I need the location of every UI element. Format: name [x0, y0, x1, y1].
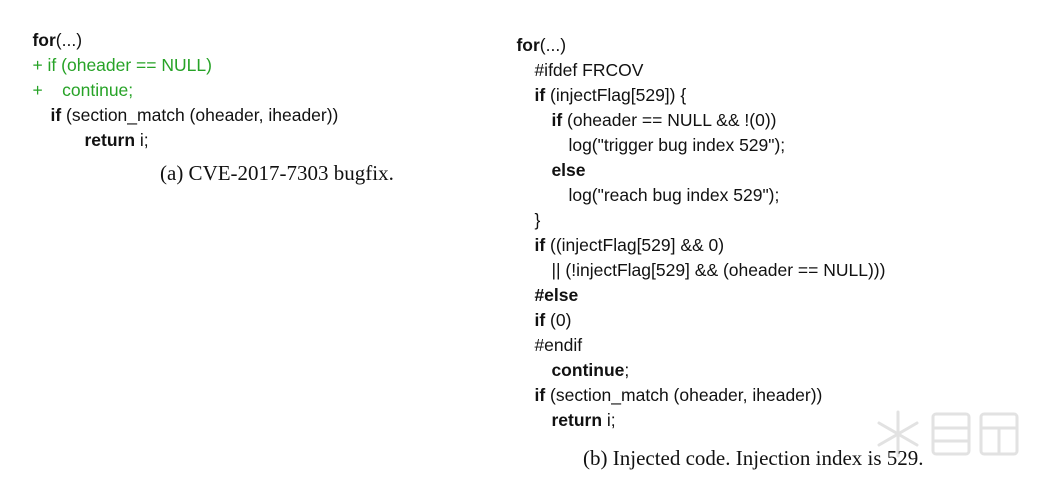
code-line: return i; [532, 383, 615, 430]
keyword-else: else [551, 160, 586, 180]
figure-b-code: for(...) #ifdef FRCOV if (injectFlag[529… [497, 8, 937, 430]
keyword-if: if [534, 85, 546, 105]
keyword-continue: continue [551, 360, 625, 380]
code-text: (...) [55, 30, 83, 50]
code-line: if (oheader == NULL && !(0)) [532, 83, 776, 130]
code-text: ; [624, 360, 630, 380]
code-text: #endif [534, 335, 583, 355]
code-text: i; [602, 410, 616, 430]
code-text: #ifdef FRCOV [534, 60, 644, 80]
keyword-if: if [534, 310, 546, 330]
code-line: if (section_match (oheader, iheader)) [31, 78, 338, 125]
code-text: || (!injectFlag[529] && (oheader == NULL… [551, 260, 886, 280]
keyword-if: if [50, 105, 62, 125]
code-text: (section_match (oheader, iheader)) [545, 385, 823, 405]
code-text: ((injectFlag[529] && 0) [545, 235, 725, 255]
code-line: #ifdef FRCOV [515, 33, 643, 80]
code-line: if (injectFlag[529]) { [515, 58, 686, 105]
code-line: continue; [532, 333, 629, 380]
code-line: #else [515, 258, 578, 305]
keyword-else-directive: #else [534, 285, 579, 305]
code-line: || (!injectFlag[529] && (oheader == NULL… [532, 233, 885, 280]
code-text: log("trigger bug index 529"); [568, 135, 786, 155]
added-code-line: + if (oheader == NULL) [13, 28, 211, 75]
figure-a-caption: (a) CVE-2017-7303 bugfix. [160, 161, 394, 185]
code-text: log("reach bug index 529"); [568, 185, 780, 205]
code-line: #endif [515, 308, 582, 355]
code-text: i; [135, 130, 149, 150]
code-line: log("trigger bug index 529"); [549, 108, 785, 155]
code-text: (oheader == NULL && !(0)) [562, 110, 777, 130]
keyword-return: return [551, 410, 603, 430]
figure-b-caption: (b) Injected code. Injection index is 52… [583, 446, 924, 470]
code-text: + if (oheader == NULL) [32, 55, 212, 75]
code-text: (...) [539, 35, 567, 55]
keyword-if: if [534, 385, 546, 405]
keyword-for: for [32, 30, 56, 50]
code-text: } [534, 210, 541, 230]
code-line: log("reach bug index 529"); [549, 158, 779, 205]
code-line: for(...) [13, 3, 82, 50]
watermark-logo-icon [877, 410, 1019, 458]
keyword-return: return [84, 130, 136, 150]
code-text: (section_match (oheader, iheader)) [61, 105, 339, 125]
code-line: return i; [65, 103, 148, 150]
code-line: for(...) [497, 8, 566, 55]
code-text: (injectFlag[529]) { [545, 85, 687, 105]
code-line: } [515, 183, 540, 230]
figure-a-code: for(...) + if (oheader == NULL) + contin… [13, 3, 393, 150]
keyword-if: if [551, 110, 563, 130]
keyword-for: for [516, 35, 540, 55]
code-text: + continue; [32, 80, 134, 100]
code-line: if (0) [515, 283, 571, 330]
code-line: if ((injectFlag[529] && 0) [515, 208, 724, 255]
code-line: else [532, 133, 585, 180]
code-line: if (section_match (oheader, iheader)) [515, 358, 822, 405]
keyword-if: if [534, 235, 546, 255]
code-text: (0) [545, 310, 572, 330]
added-code-line: + continue; [13, 53, 133, 100]
